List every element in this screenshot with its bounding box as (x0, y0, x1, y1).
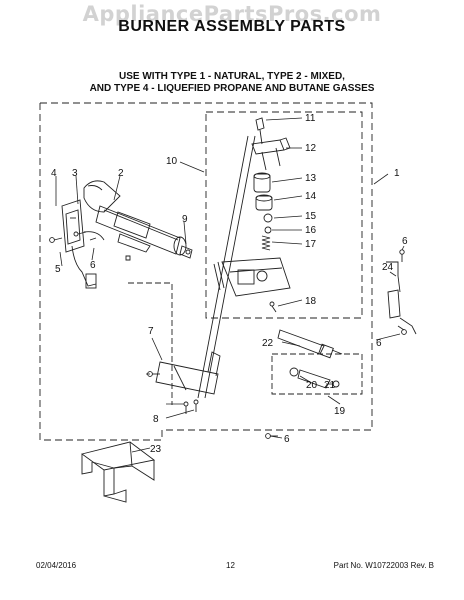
callout-2: 2 (118, 168, 124, 179)
callout-16: 16 (305, 225, 317, 236)
callout-leaders (55, 117, 405, 453)
callout-13: 13 (305, 173, 317, 184)
callout-11: 11 (305, 113, 316, 124)
callout-23: 23 (150, 444, 162, 455)
callout-24: 24 (382, 262, 394, 273)
assembly-boundary (39, 102, 373, 441)
callout-7: 7 (148, 326, 154, 337)
callout-12: 12 (305, 143, 317, 154)
footer-part-number: Part No. W10722003 Rev. B (333, 561, 434, 570)
igniter-subassembly (277, 329, 343, 389)
valve-boundary (205, 111, 363, 319)
callout-10: 10 (166, 156, 178, 167)
bracket-24 (386, 249, 417, 335)
subassembly-19-boundary (271, 353, 363, 395)
subtitle-line-2: AND TYPE 4 - LIQUEFIED PROPANE AND BUTAN… (89, 83, 375, 94)
callout-3: 3 (72, 168, 78, 179)
callout-22: 22 (262, 338, 274, 349)
callout-15: 15 (305, 211, 317, 222)
bracket-23 (80, 441, 156, 503)
callout-6d: 6 (284, 434, 290, 445)
callout-6b: 6 (402, 236, 408, 247)
callout-21: 21 (324, 380, 336, 391)
callout-8: 8 (153, 414, 159, 425)
callout-5: 5 (55, 264, 61, 275)
gas-valve-assembly (213, 117, 291, 313)
callout-6a: 6 (90, 260, 96, 271)
callout-17: 17 (305, 239, 317, 250)
callout-20: 20 (306, 380, 318, 391)
callout-9: 9 (182, 214, 188, 225)
burner-tube (49, 180, 193, 289)
callout-4: 4 (51, 168, 57, 179)
page-title: BURNER ASSEMBLY PARTS (118, 18, 346, 35)
footer-page-number: 12 (226, 561, 235, 570)
subtitle-line-1: USE WITH TYPE 1 - NATURAL, TYPE 2 - MIXE… (119, 71, 345, 82)
watermark-text: AppliancePartsPros.com (82, 2, 382, 26)
footer-date: 02/04/2016 (36, 561, 77, 570)
callout-6c: 6 (376, 338, 382, 349)
callout-18: 18 (305, 296, 317, 307)
callout-19: 19 (334, 406, 346, 417)
gas-pipe (197, 135, 256, 399)
callout-14: 14 (305, 191, 317, 202)
base-bracket-7 (147, 351, 221, 414)
callout-1: 1 (394, 168, 400, 179)
bracket-link (128, 282, 173, 405)
